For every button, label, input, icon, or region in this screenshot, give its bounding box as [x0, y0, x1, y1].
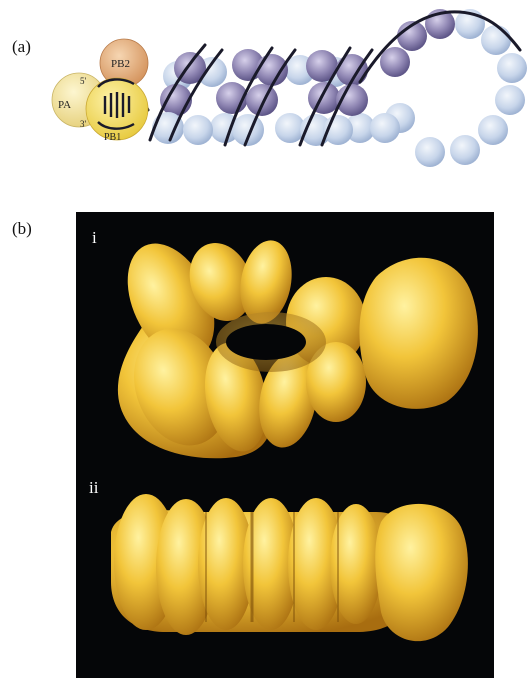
np-subunit — [450, 135, 480, 165]
np-subunit — [380, 47, 410, 77]
view-i-label: i — [92, 228, 97, 248]
density-view-i — [110, 230, 478, 459]
np-subunit — [370, 113, 400, 143]
density-maps — [76, 212, 494, 678]
np-subunit — [478, 115, 508, 145]
pa-label: PA — [58, 99, 71, 111]
density-view-ii — [111, 494, 468, 641]
three-prime-label: 3' — [80, 119, 87, 129]
view-ii-label: ii — [89, 478, 98, 498]
np-subunit — [481, 25, 511, 55]
np-subunit — [415, 137, 445, 167]
panel-b-label: (b) — [12, 219, 32, 239]
np-subunit — [246, 84, 278, 116]
np-subunit — [495, 85, 525, 115]
rnp-schematic: PB2 PA PB1 5' 3' — [0, 0, 531, 200]
np-subunit — [308, 82, 340, 114]
np-subunit — [183, 115, 213, 145]
pb1-label: PB1 — [104, 132, 121, 143]
five-prime-label: 5' — [80, 76, 87, 86]
np-subunit — [256, 54, 288, 86]
polymerase-complex: PB2 PA PB1 5' 3' — [52, 39, 148, 143]
reconstruction-panel: i ii — [76, 212, 494, 678]
np-subunit — [497, 53, 527, 83]
pb2-label: PB2 — [111, 58, 130, 70]
